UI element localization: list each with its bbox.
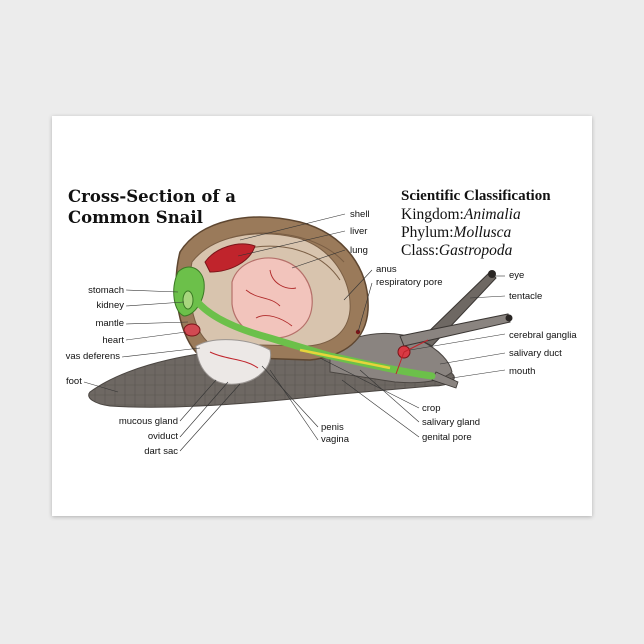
heart-organ [183,323,201,337]
label-anus: anus [376,264,397,275]
classification-heading: Scientific Classification [401,188,551,204]
label-eye: eye [509,270,525,281]
tentacle-tip [505,314,513,322]
label-respiratory-pore: respiratory pore [376,277,443,288]
label-salivary-gland: salivary gland [422,417,481,428]
scientific-classification: Scientific Classification Kingdom:Animal… [401,187,551,260]
label-mucous-gland: mucous gland [118,416,178,427]
label-vas-deferens: vas deferens [65,351,120,362]
phylum-row: Phylum:Mollusca [401,224,551,242]
phylum-value: Mollusca [453,224,512,241]
leader-lines [83,213,506,452]
label-salivary-duct: salivary duct [509,348,562,359]
label-stomach: stomach [88,285,124,296]
upper-tentacle [419,271,497,347]
eye-spot [488,270,496,278]
reproductive-organs [195,339,272,385]
label-oviduct: oviduct [147,431,178,442]
label-vagina: vagina [321,434,349,445]
lower-tentacle [399,313,511,347]
label-mouth: mouth [509,366,536,377]
diagram-title: Cross-Section of a Common Snail [68,186,236,228]
class-row: Class:Gastropoda [401,242,551,260]
kingdom-row: Kingdom:Animalia [401,206,551,224]
title-line-1: Cross-Section of a [68,187,236,206]
label-kidney: kidney [96,300,124,311]
label-penis: penis [321,422,344,433]
kingdom-label: Kingdom: [401,206,464,223]
label-liver: liver [350,226,368,237]
label-dart-sac: dart sac [144,446,178,457]
label-mantle: mantle [95,318,124,329]
label-cerebral-ganglia: cerebral ganglia [509,330,577,341]
kingdom-value: Animalia [463,206,521,223]
kidney-organ [182,290,194,310]
label-tentacle: tentacle [509,291,543,302]
title-line-2: Common Snail [68,208,203,227]
liver-organ [204,243,256,273]
class-value: Gastropoda [438,242,513,259]
label-foot: foot [66,376,82,387]
class-label: Class: [401,242,439,259]
label-crop: crop [422,403,441,414]
label-shell: shell [350,209,370,220]
label-lung: lung [350,245,368,256]
label-heart: heart [102,335,124,346]
phylum-label: Phylum: [401,224,454,241]
label-genital-pore: genital pore [422,432,472,443]
